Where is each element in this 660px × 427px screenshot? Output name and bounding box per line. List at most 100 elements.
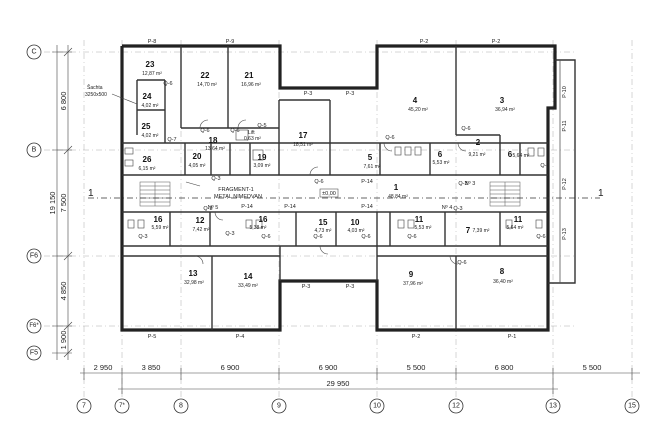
svg-text:17: 17: [299, 131, 308, 140]
bottom-dimensions: 2 950 3 850 6 900 6 900 5 500 6 800 5 50…: [80, 363, 640, 394]
fragment-sub-label: METAL NIMEDVAN: [214, 194, 262, 200]
door-tag: Q-5: [257, 123, 266, 129]
svg-text:26: 26: [143, 155, 152, 164]
interior-walls: [122, 46, 548, 330]
svg-text:9: 9: [277, 403, 281, 410]
room-4: 445,20 m²: [408, 96, 428, 113]
dim-bottom-4: 6 900: [319, 363, 338, 372]
door-tag: Q-6: [385, 135, 394, 141]
svg-text:5: 5: [368, 153, 373, 162]
axis-marker-b: B: [26, 142, 42, 158]
window-tag: P-13: [562, 228, 568, 240]
svg-text:32,98 m²: 32,98 m²: [184, 280, 204, 286]
partition-tag: P-14: [361, 179, 373, 185]
window-tag: P-3: [346, 284, 355, 290]
svg-text:14: 14: [244, 272, 253, 281]
door-tag: Q-6: [540, 163, 549, 169]
svg-text:4,02 m²: 4,02 m²: [142, 133, 159, 139]
svg-text:25: 25: [142, 122, 151, 131]
svg-text:5,59 m²: 5,59 m²: [152, 225, 169, 231]
window-tag: P-5: [148, 334, 157, 340]
door-tag: Q-6: [457, 260, 466, 266]
partition-tag: P-14: [361, 204, 373, 210]
svg-text:15: 15: [319, 218, 328, 227]
dim-left-2: 7 500: [59, 194, 68, 213]
door-tag: Q-6: [200, 128, 209, 134]
svg-text:10: 10: [351, 218, 360, 227]
svg-text:7,42 m²: 7,42 m²: [193, 227, 210, 233]
svg-text:9: 9: [409, 270, 414, 279]
svg-text:4,05 m²: 4,05 m²: [189, 163, 206, 169]
dim-bottom-3: 6 900: [221, 363, 240, 372]
bottom-axis-markers: 7 7* 8 9 10 12 13 15: [76, 398, 640, 414]
room-16-mid: 165,38 m²: [250, 215, 268, 231]
level-mark: ±0,00: [322, 191, 336, 197]
svg-text:20: 20: [193, 152, 202, 161]
svg-text:19: 19: [258, 153, 267, 162]
axis-marker-10: 10: [369, 398, 385, 414]
svg-text:22: 22: [201, 71, 210, 80]
svg-text:13: 13: [549, 403, 557, 410]
window-tag: P-2: [420, 39, 429, 45]
door-tag: Q-6: [407, 234, 416, 240]
svg-text:5,53 m²: 5,53 m²: [433, 160, 450, 166]
stair-west: [139, 181, 171, 207]
svg-text:13: 13: [189, 269, 198, 278]
room-19: 193,09 m²: [254, 153, 271, 169]
stair-label-west: Nº 5: [208, 204, 219, 211]
svg-text:1: 1: [394, 183, 399, 192]
door-tag: Q-7: [167, 137, 176, 143]
room-11-east: 115,64 m²: [507, 215, 524, 231]
svg-text:4,03 m²: 4,03 m²: [348, 228, 365, 234]
room-26: 266,15 m²: [139, 155, 156, 172]
axis-marker-8: 8: [173, 398, 189, 414]
svg-text:48,84 m²: 48,84 m²: [388, 194, 408, 200]
svg-text:3: 3: [500, 96, 505, 105]
room-1-corridor: 1 48,84 m²: [388, 183, 408, 200]
svg-text:3,09 m²: 3,09 m²: [254, 163, 271, 169]
door-tag: Q-3: [458, 181, 467, 187]
svg-text:F5: F5: [30, 350, 38, 357]
shaft-dims: 3250x500: [85, 92, 107, 98]
dim-left-3: 4 850: [59, 282, 68, 301]
dim-bottom-6: 6 800: [495, 363, 514, 372]
door-tag: Q-6: [361, 234, 370, 240]
room-8: 836,40 m²: [493, 267, 513, 285]
partition-tag: P-14: [284, 204, 296, 210]
window-tag: P-9: [226, 39, 235, 45]
axis-marker-f6: F6: [26, 248, 42, 264]
svg-text:F6: F6: [30, 253, 38, 260]
svg-text:16,96 m²: 16,96 m²: [241, 82, 261, 88]
door-tag: Q-3: [211, 176, 220, 182]
axis-marker-9: 9: [271, 398, 287, 414]
section-mark: 1 1: [88, 188, 604, 199]
svg-text:12,87 m²: 12,87 m²: [142, 71, 162, 77]
room-5: 5 7,61 m²: [364, 153, 381, 170]
svg-text:7,61 m²: 7,61 m²: [364, 164, 381, 170]
lift-area: 0,63 m²: [244, 136, 261, 142]
room-10: 104,03 m²: [348, 218, 365, 234]
window-tag: P-2: [492, 39, 501, 45]
window-tag: P-2: [412, 334, 421, 340]
door-tag: Q-6: [461, 126, 470, 132]
stair-label-east: Nº 4: [442, 204, 453, 211]
svg-text:12: 12: [452, 403, 460, 410]
window-tag: P-3: [302, 284, 311, 290]
section-mark-right: 1: [598, 188, 604, 199]
svg-text:11: 11: [415, 215, 424, 224]
room-16-west: 165,59 m²: [152, 215, 169, 231]
svg-text:8: 8: [179, 403, 183, 410]
svg-text:11: 11: [514, 215, 523, 224]
svg-text:8: 8: [500, 267, 505, 276]
axis-marker-7-star: 7*: [114, 398, 130, 414]
svg-text:4: 4: [413, 96, 418, 105]
room-20: 20 4,05 m²: [189, 152, 206, 169]
partition-tag: P-14: [241, 204, 253, 210]
room-11-west: 115,53 m²: [415, 215, 432, 231]
